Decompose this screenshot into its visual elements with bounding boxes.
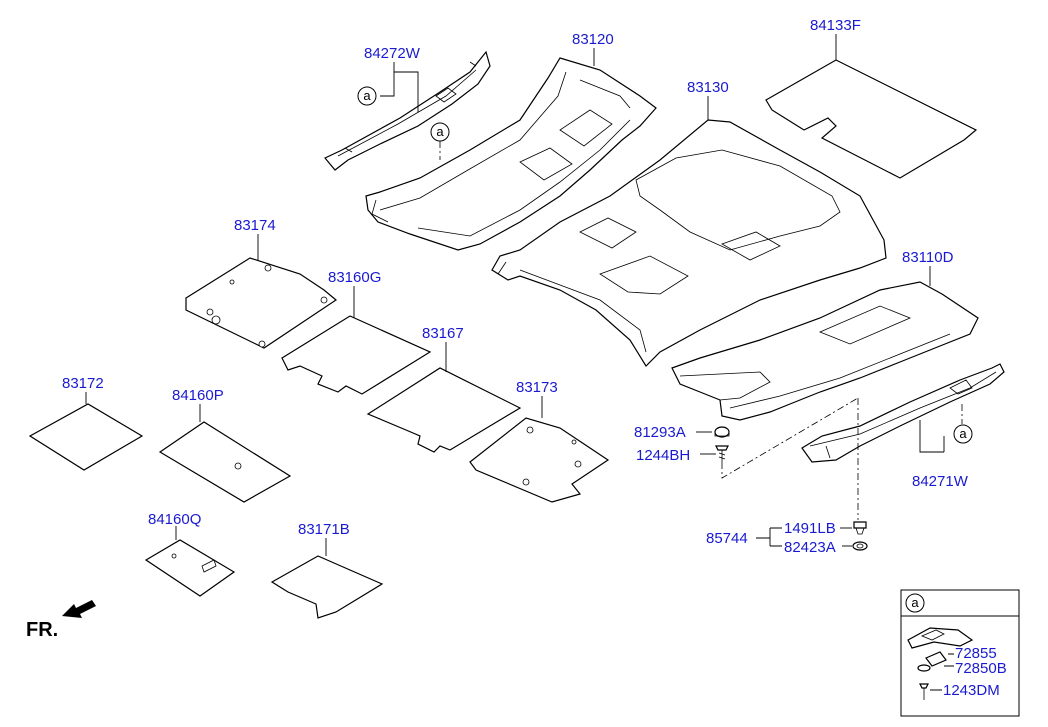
svg-text:a: a xyxy=(911,595,919,610)
label-83160G: 83160G xyxy=(328,269,381,286)
label-84272W: 84272W xyxy=(364,45,421,62)
label-83171B: 83171B xyxy=(298,521,350,538)
marker-a-2: a xyxy=(430,122,450,142)
part-83172-mat xyxy=(28,403,144,471)
part-84133F-mat xyxy=(765,59,978,179)
leader-lines xyxy=(85,34,945,556)
label-83130: 83130 xyxy=(687,79,729,96)
part-84160P-mat xyxy=(158,421,292,503)
label-83167: 83167 xyxy=(422,325,464,342)
fastener-82423A xyxy=(852,541,868,551)
part-83120-carpet xyxy=(365,57,657,251)
marker-a-1: a xyxy=(357,86,377,106)
label-84133F: 84133F xyxy=(810,17,861,34)
label-1244BH: 1244BH xyxy=(636,447,690,464)
label-83174: 83174 xyxy=(234,217,276,234)
part-84160Q-mat xyxy=(144,539,236,597)
marker-a-3: a xyxy=(953,424,973,444)
front-direction-indicator: FR. xyxy=(26,600,96,641)
label-84271W: 84271W xyxy=(912,473,969,490)
part-83171B-mat xyxy=(270,555,384,619)
part-83160G-mat xyxy=(281,315,432,395)
install-line-left xyxy=(439,126,963,520)
front-arrow-icon xyxy=(62,600,96,618)
label-83120: 83120 xyxy=(572,31,614,48)
svg-text:a: a xyxy=(436,124,444,139)
label-72855: 72855 xyxy=(955,645,997,662)
fastener-1244BH xyxy=(715,445,729,462)
part-83110D-carpet xyxy=(671,281,979,421)
label-72850B: 72850B xyxy=(955,660,1007,677)
part-83173-mat xyxy=(469,417,610,503)
part-83174-mat xyxy=(185,257,338,349)
part-83167-mat xyxy=(366,367,522,453)
part-84271W-trim xyxy=(801,363,1005,463)
svg-text:a: a xyxy=(959,426,967,441)
label-82423A: 82423A xyxy=(784,539,836,556)
label-83173: 83173 xyxy=(516,379,558,396)
part-83130-carpet xyxy=(491,119,887,367)
fastener-81293A xyxy=(714,426,730,438)
label-81293A: 81293A xyxy=(634,424,686,441)
label-85744: 85744 xyxy=(706,530,748,547)
detail-inset-a: a 72855 72850B 1243DM xyxy=(900,589,1020,717)
svg-text:a: a xyxy=(363,88,371,103)
label-84160P: 84160P xyxy=(172,387,224,404)
label-1491LB: 1491LB xyxy=(784,520,836,537)
part-84272W-trim xyxy=(324,50,491,171)
front-label: FR. xyxy=(26,619,58,641)
fastener-1491LB xyxy=(853,521,867,535)
label-83172: 83172 xyxy=(62,375,104,392)
label-83110D: 83110D xyxy=(902,249,954,266)
label-1243DM: 1243DM xyxy=(943,682,1000,699)
label-84160Q: 84160Q xyxy=(148,511,201,528)
